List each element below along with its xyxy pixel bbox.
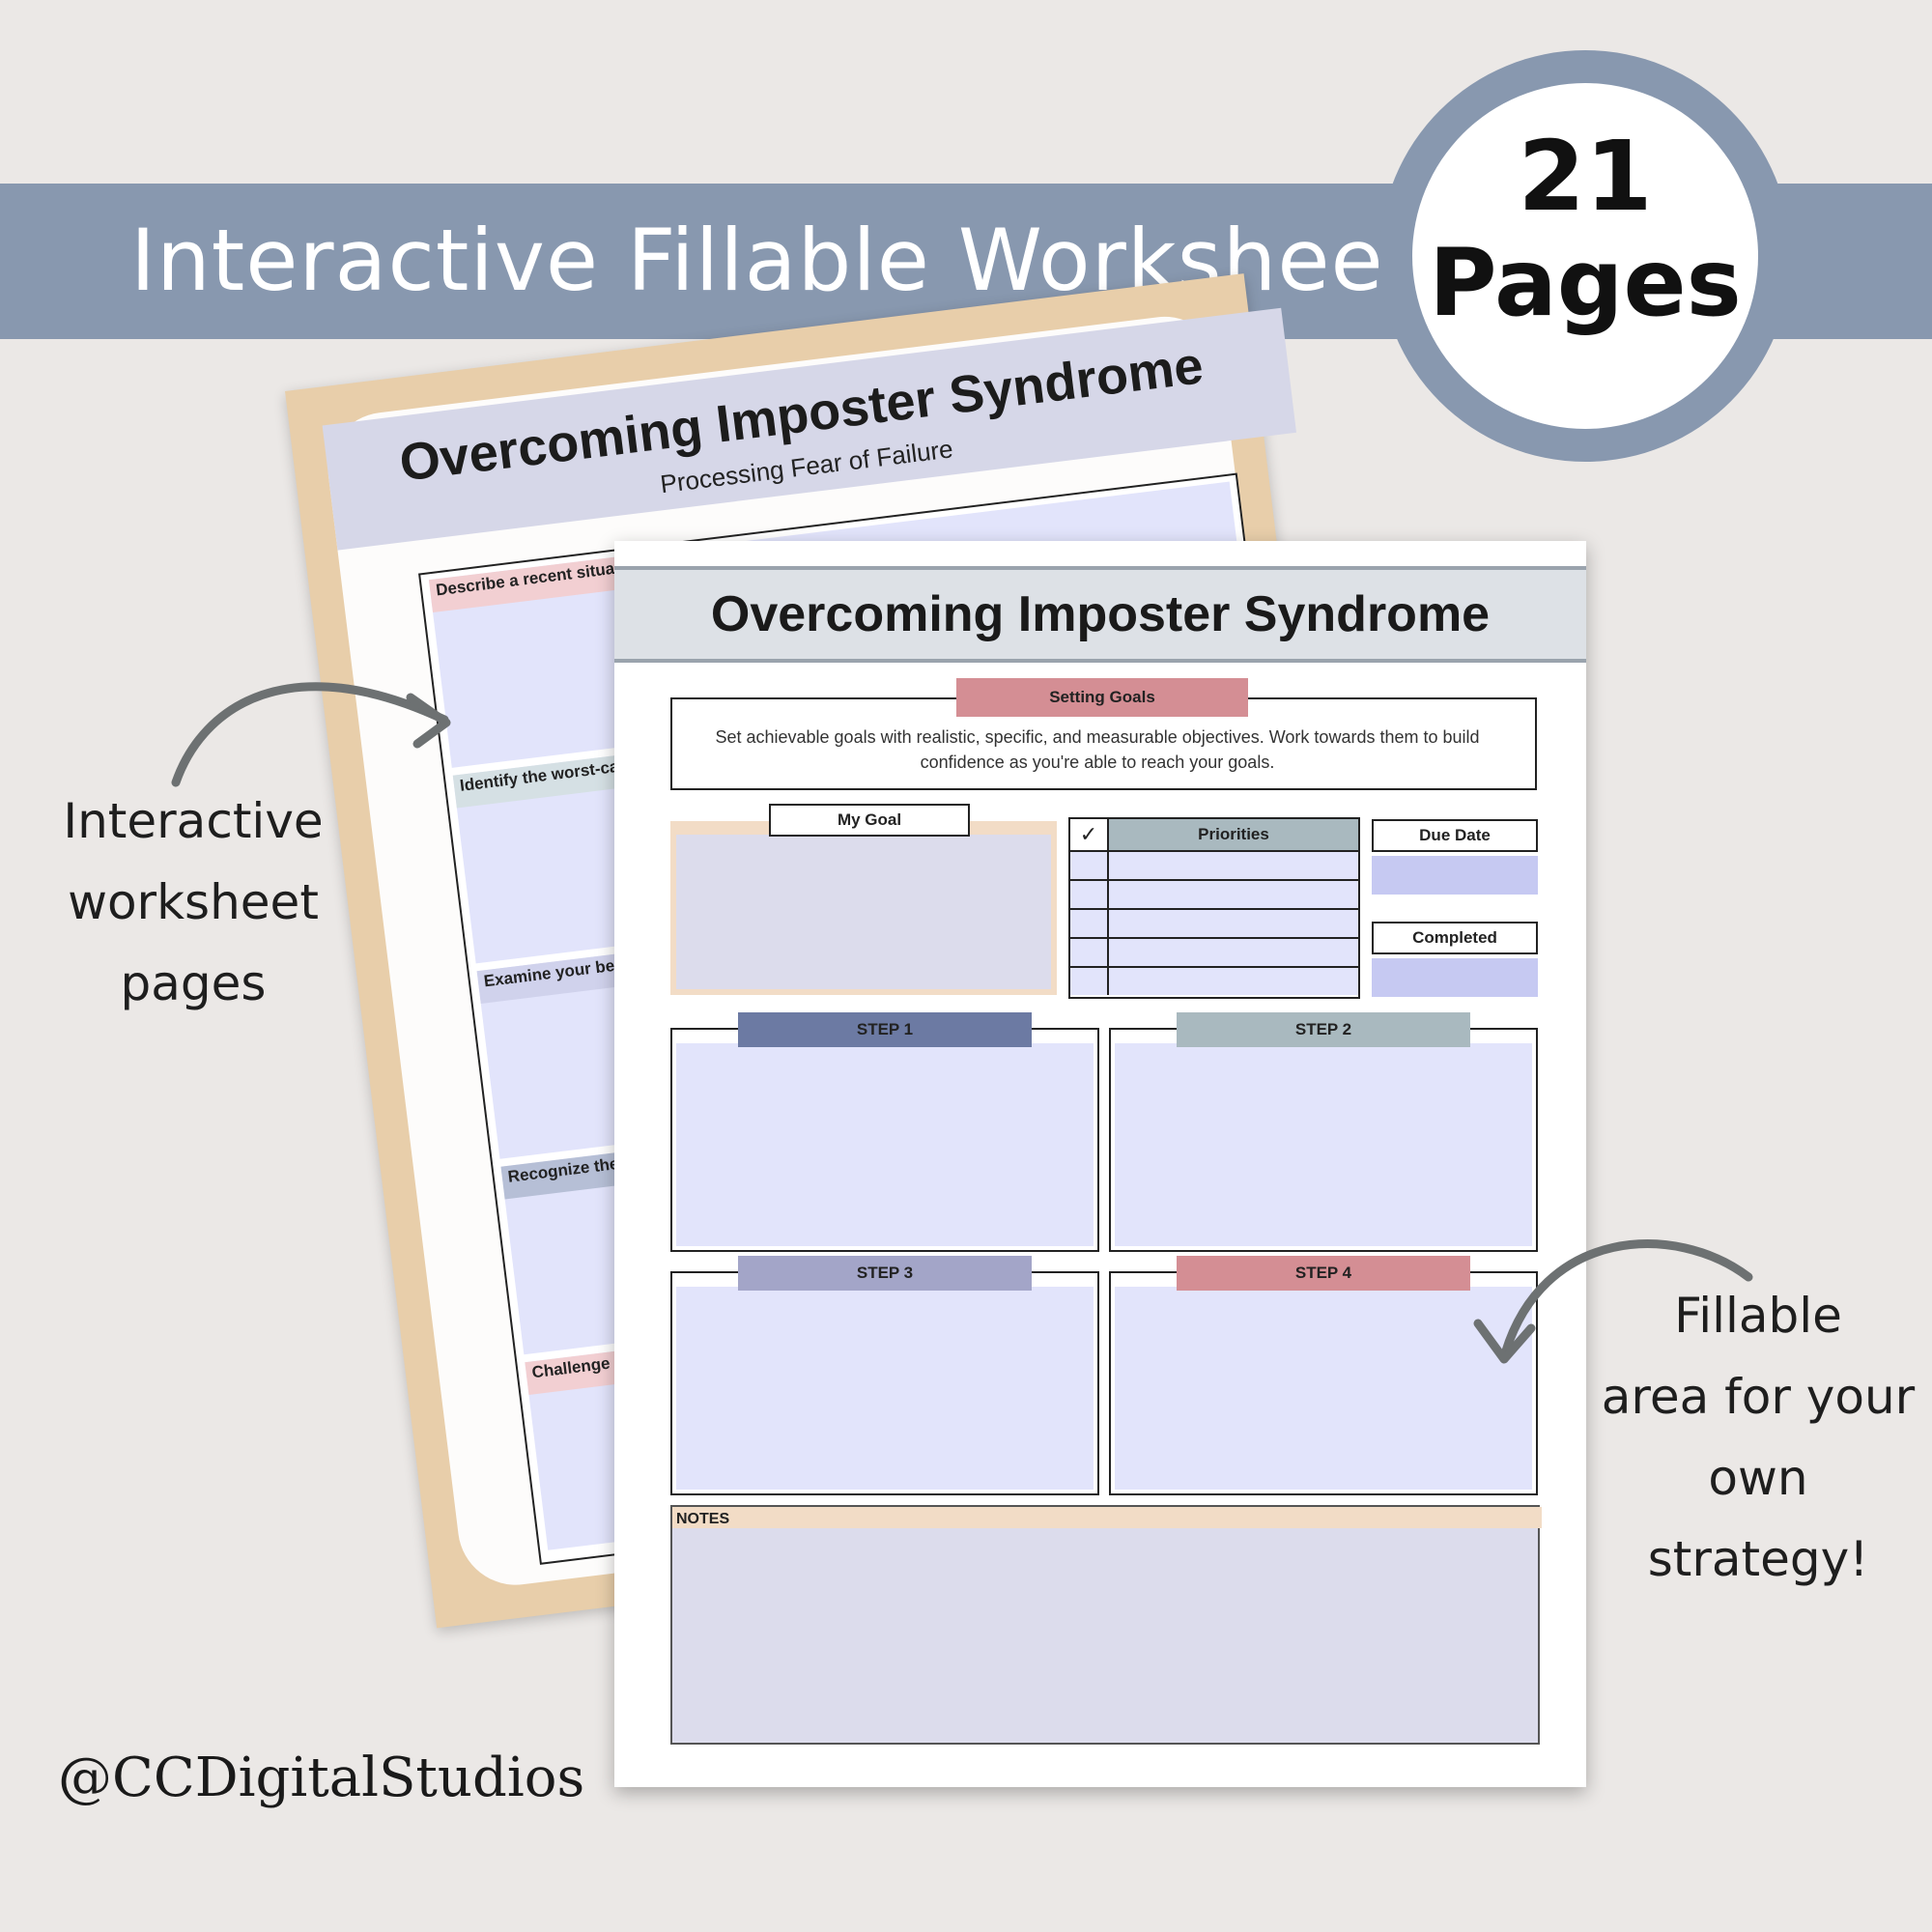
step-3-field[interactable] xyxy=(676,1287,1094,1490)
my-goal-panel xyxy=(670,821,1057,995)
back-prompt-label: Describe a recent situatio xyxy=(428,554,643,613)
left-annotation: Interactive worksheet pages xyxy=(48,781,338,1024)
priorities-table: ✓ Priorities xyxy=(1068,817,1360,999)
step-4-box xyxy=(1109,1271,1538,1495)
brand-handle: @CCDigitalStudios xyxy=(58,1747,585,1809)
step-2-field[interactable] xyxy=(1115,1043,1532,1246)
step-3-tab: STEP 3 xyxy=(738,1256,1032,1291)
step-2-box xyxy=(1109,1028,1538,1252)
right-annotation-line: Fillable xyxy=(1674,1288,1842,1344)
check-icon: ✓ xyxy=(1070,819,1109,852)
front-worksheet-header: Overcoming Imposter Syndrome xyxy=(614,566,1586,663)
page-count-word: Pages xyxy=(1429,229,1742,337)
priority-row[interactable] xyxy=(1070,852,1358,881)
step-4-tab: STEP 4 xyxy=(1177,1256,1470,1291)
right-annotation: Fillable area for your own strategy! xyxy=(1584,1275,1932,1600)
setting-goals-tab: Setting Goals xyxy=(956,678,1248,717)
left-annotation-line: worksheet xyxy=(68,874,319,930)
notes-field[interactable]: NOTES xyxy=(670,1505,1542,1745)
curved-arrow-icon xyxy=(171,682,451,787)
setting-goals-text: Set achievable goals with realistic, spe… xyxy=(715,727,1480,772)
front-worksheet-title: Overcoming Imposter Syndrome xyxy=(710,586,1491,642)
left-annotation-line: pages xyxy=(120,955,267,1011)
priority-row[interactable] xyxy=(1070,910,1358,939)
right-annotation-line: strategy! xyxy=(1647,1531,1869,1587)
step-4-field[interactable] xyxy=(1115,1287,1532,1490)
left-annotation-line: Interactive xyxy=(63,793,324,849)
step-3-box xyxy=(670,1271,1099,1495)
right-annotation-line: own xyxy=(1708,1450,1808,1506)
step-1-tab: STEP 1 xyxy=(738,1012,1032,1047)
priority-row[interactable] xyxy=(1070,968,1358,995)
step-1-field[interactable] xyxy=(676,1043,1094,1246)
curved-arrow-icon xyxy=(1473,1239,1753,1364)
priorities-header: Priorities xyxy=(1109,819,1358,852)
notes-label: NOTES xyxy=(672,1507,1542,1528)
priority-row[interactable] xyxy=(1070,939,1358,968)
completed-label: Completed xyxy=(1372,922,1538,954)
banner-title: Interactive Fillable Worksheets xyxy=(130,211,1464,310)
page-count-badge: 21 Pages xyxy=(1412,83,1758,429)
page-count-number: 21 xyxy=(1518,120,1653,233)
right-annotation-line: area for your xyxy=(1601,1369,1916,1425)
due-date-field[interactable] xyxy=(1372,856,1538,895)
my-goal-field[interactable] xyxy=(676,835,1051,989)
completed-field[interactable] xyxy=(1372,958,1538,997)
step-2-tab: STEP 2 xyxy=(1177,1012,1470,1047)
priority-row[interactable] xyxy=(1070,881,1358,910)
due-date-label: Due Date xyxy=(1372,819,1538,852)
front-worksheet: Overcoming Imposter Syndrome Setting Goa… xyxy=(614,541,1586,1787)
my-goal-label: My Goal xyxy=(769,804,970,837)
step-1-box xyxy=(670,1028,1099,1252)
